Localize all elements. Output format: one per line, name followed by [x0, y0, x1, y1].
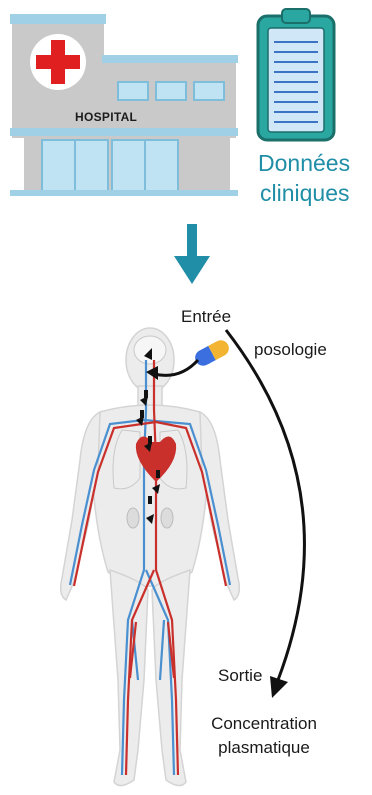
hospital-cross-h [36, 55, 80, 69]
clinical-data-label-line1: Données [258, 148, 350, 178]
hospital-wing-roof [102, 55, 238, 63]
hospital-window [156, 82, 186, 100]
hospital-illustration [0, 0, 240, 200]
right-kidney [161, 508, 173, 528]
concentration-label-line1: Concentration [184, 712, 344, 736]
input-output-arrow [200, 320, 340, 710]
clipboard-icon [252, 6, 342, 146]
concentration-label-line2: plasmatique [184, 736, 344, 760]
down-arrow-icon [172, 224, 212, 286]
hospital-window [118, 82, 148, 100]
hospital-window [194, 82, 224, 100]
output-label: Sortie [218, 666, 262, 686]
hospital-base [10, 128, 238, 136]
clinical-data-label-line2: cliniques [260, 178, 350, 208]
concentration-label: Concentration plasmatique [184, 712, 344, 760]
hospital-ground [10, 190, 238, 196]
dosage-label: posologie [254, 340, 327, 360]
hospital-roof [10, 14, 106, 24]
input-label: Entrée [181, 307, 231, 327]
left-kidney [127, 508, 139, 528]
hospital-sign: HOSPITAL [75, 110, 137, 124]
